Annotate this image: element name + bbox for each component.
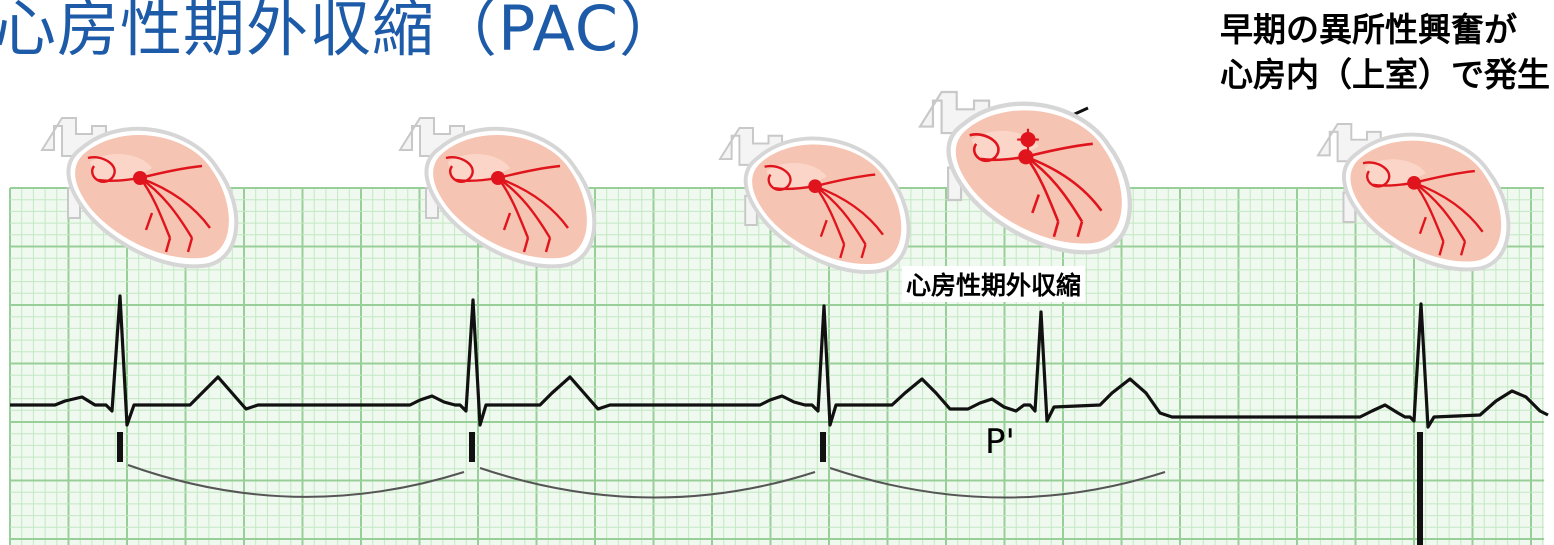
- page-title: 心房性期外収縮（PAC）: [0, 0, 682, 66]
- rr-arc-3: [830, 468, 1165, 498]
- rr-arc-2: [480, 468, 815, 498]
- annotation-line-1: 早期の異所性興奮が: [1220, 8, 1550, 53]
- pac-label: 心房性期外収縮: [902, 266, 1085, 302]
- heart-illustration-3: [720, 128, 908, 272]
- rr-arc-1: [128, 465, 464, 497]
- heart-illustration-ectopic: [920, 92, 1130, 252]
- annotation-line-2: 心房内（上室）で発生: [1220, 53, 1550, 98]
- p-prime-label: P': [985, 422, 1015, 462]
- heart-illustration-1: [42, 118, 236, 266]
- r-wave-markers: [120, 432, 1420, 545]
- heart-illustration-5: [1318, 124, 1508, 269]
- ectopic-annotation: 早期の異所性興奮が 心房内（上室）で発生: [1220, 8, 1550, 97]
- heart-illustration-2: [400, 118, 594, 266]
- rr-interval-arcs: [128, 465, 1165, 498]
- ecg-trace: [10, 296, 1548, 427]
